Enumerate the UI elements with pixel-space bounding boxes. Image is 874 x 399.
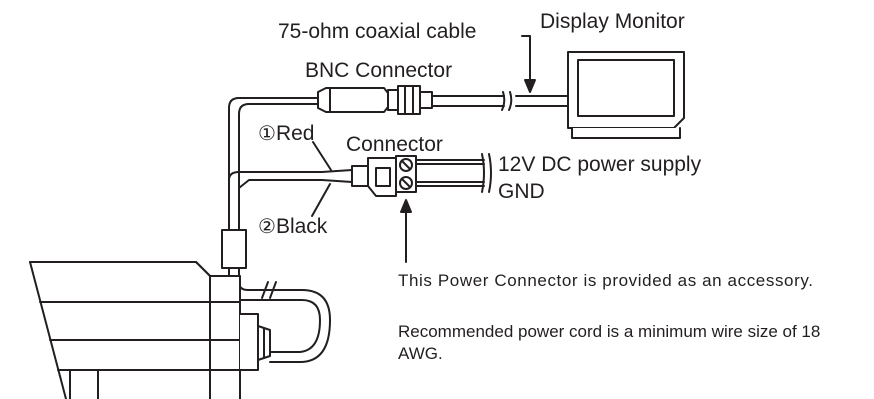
video-cable	[228, 97, 319, 231]
coax-cable-label: 75-ohm coaxial cable	[278, 20, 477, 43]
black-wire-label: ②Black	[258, 216, 327, 237]
gnd-label: GND	[498, 180, 545, 203]
red-leader-line	[312, 141, 332, 171]
coaxial-cable	[431, 91, 569, 111]
red-text: Red	[275, 122, 315, 145]
black-text: Black	[275, 215, 328, 238]
power-supply-label: 12V DC power supply	[498, 153, 702, 176]
bnc-connector-label: BNC Connector	[305, 59, 453, 82]
display-monitor-label: Display Monitor	[540, 10, 685, 33]
coax-pointer-arrow	[521, 35, 536, 93]
camera-icon	[29, 261, 271, 399]
red-wire-label: ①Red	[258, 123, 314, 144]
connector-label: Connector	[346, 133, 443, 156]
accessory-note: This Power Connector is provided as an a…	[398, 271, 814, 290]
red-marker: ①	[258, 123, 276, 145]
power-connector-icon	[351, 155, 417, 197]
black-marker: ②	[258, 216, 276, 238]
power-cable	[228, 169, 353, 189]
bnc-connector-icon	[317, 85, 433, 115]
display-monitor-icon	[567, 51, 685, 139]
ferrite-core-icon	[221, 229, 247, 269]
power-cord-note: Recommended power cord is a minimum wire…	[398, 322, 821, 363]
black-leader-line	[311, 183, 331, 217]
connector-pointer-arrow	[400, 199, 412, 263]
power-supply-wires	[415, 153, 492, 193]
